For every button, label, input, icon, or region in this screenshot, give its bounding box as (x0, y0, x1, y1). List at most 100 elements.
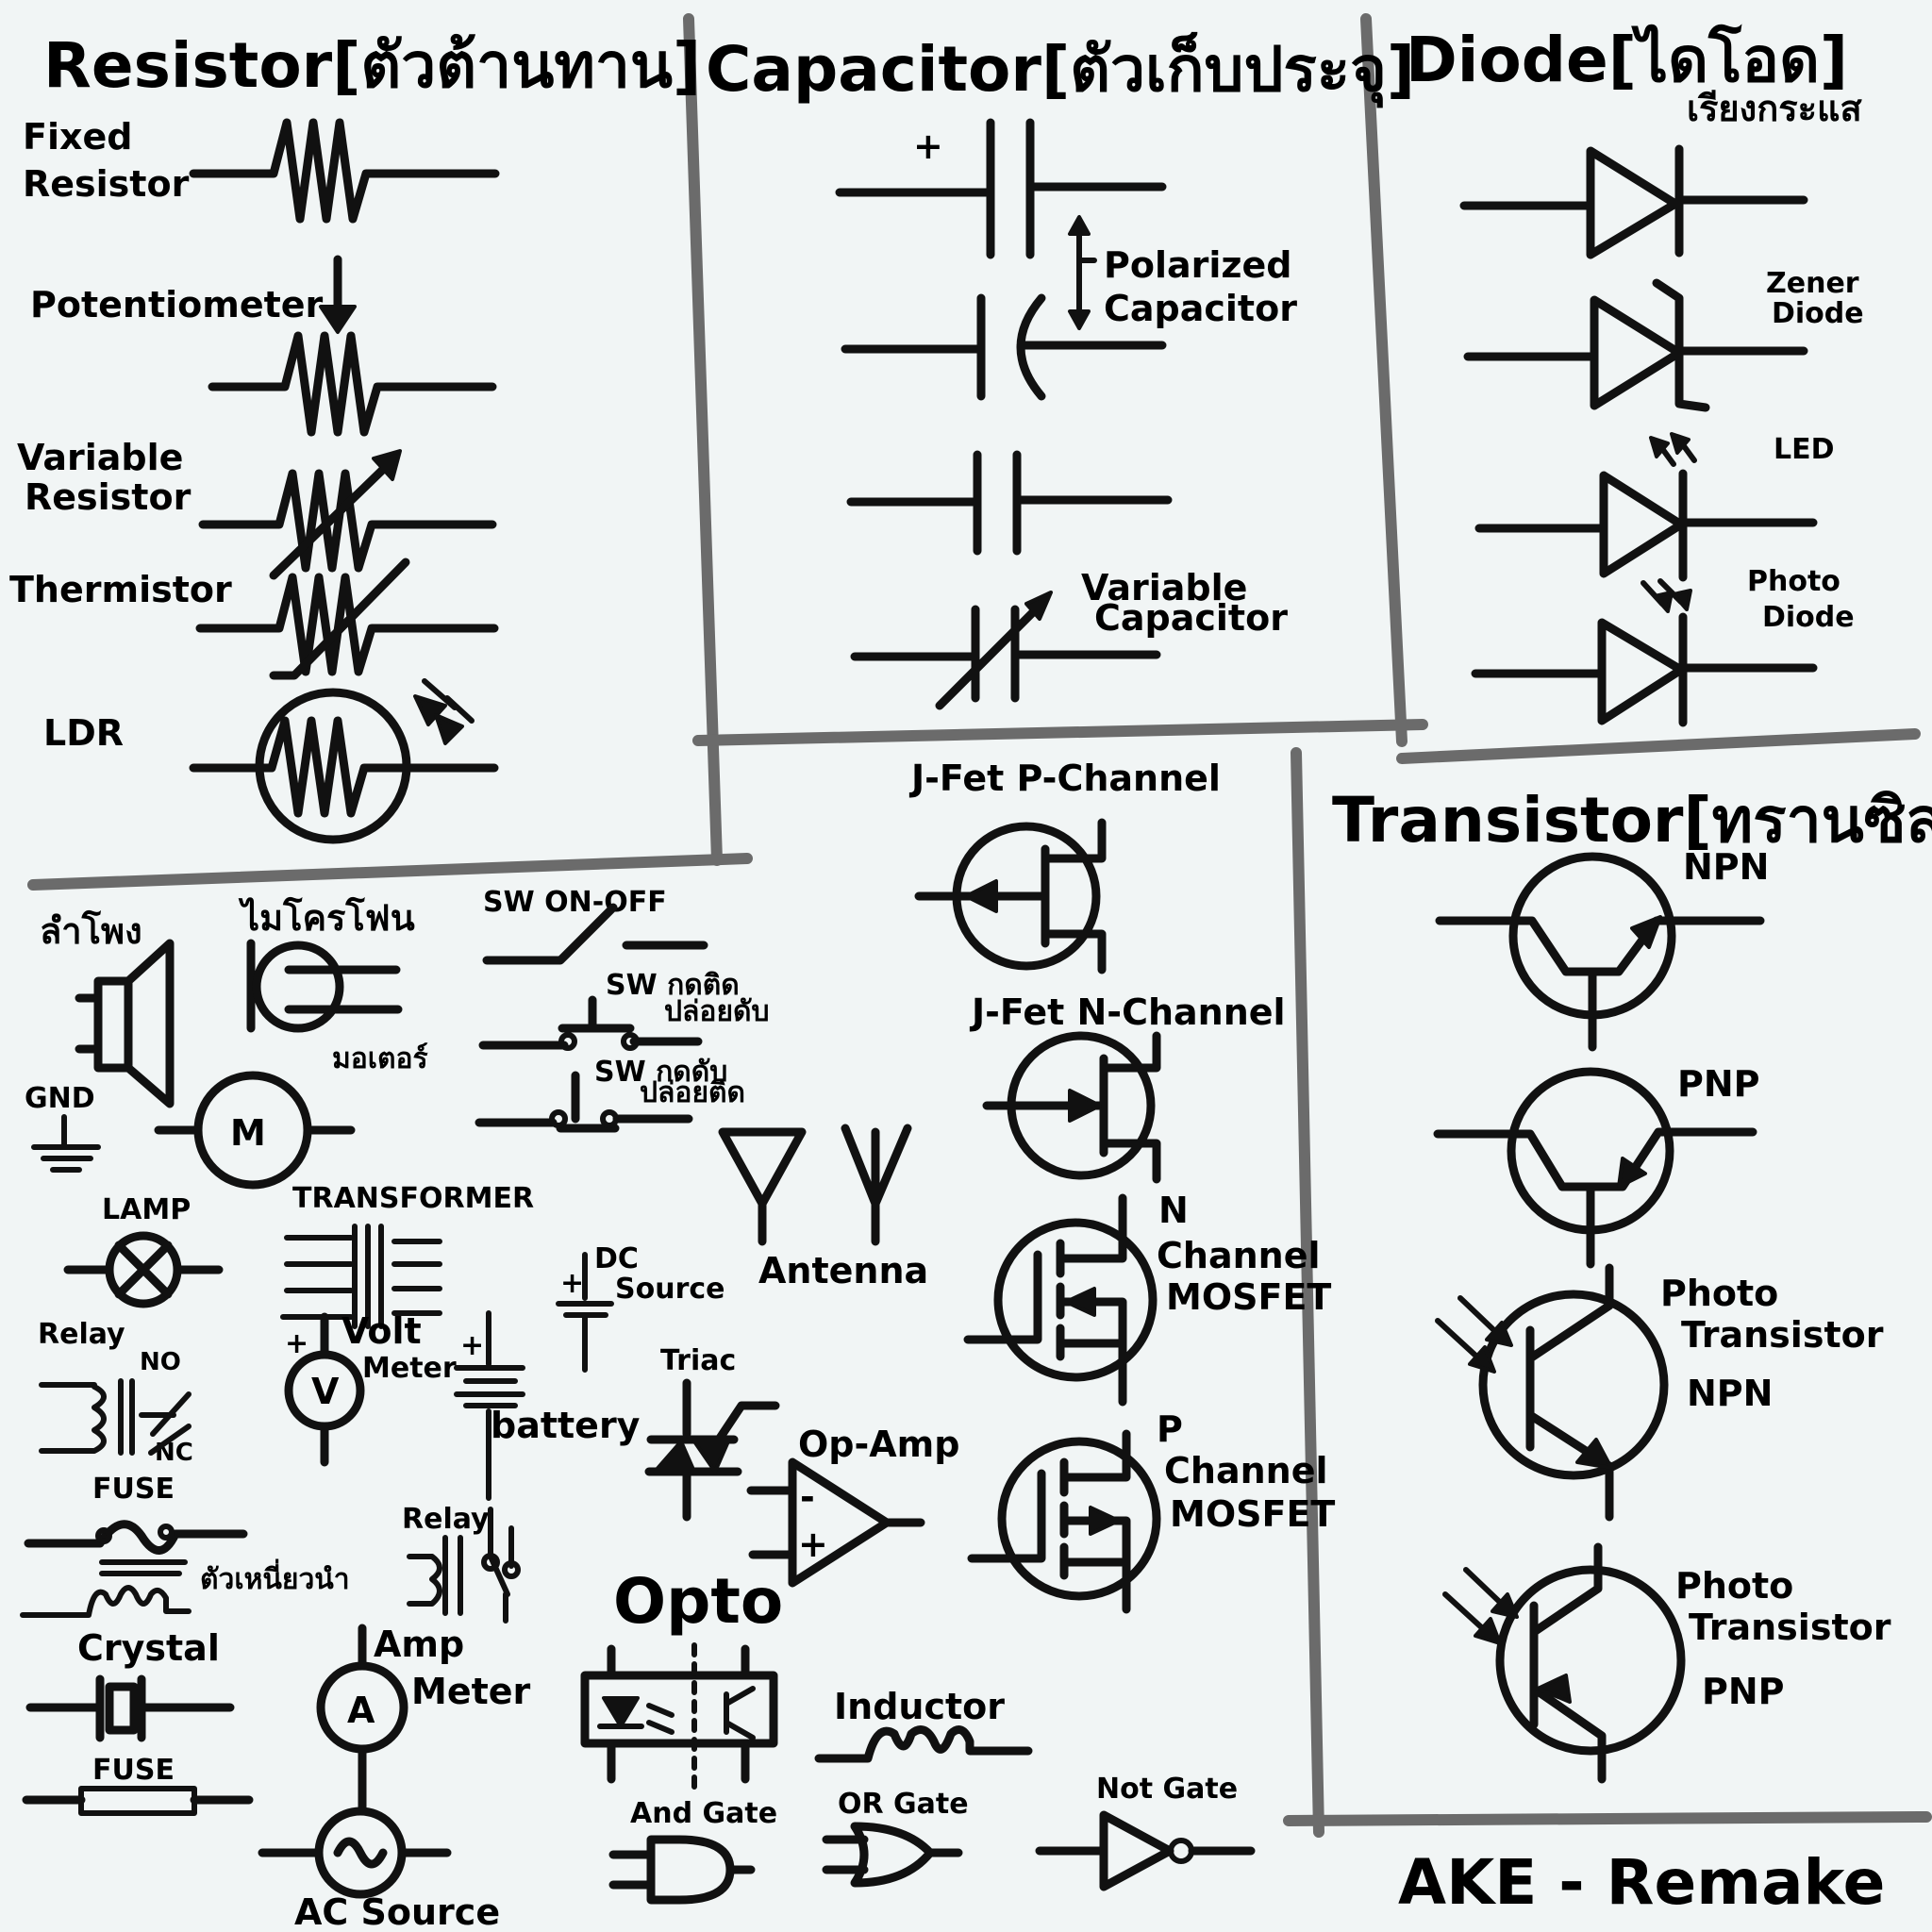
sw-push-off-contact-2 (600, 1109, 619, 1128)
pnp-emitter-arrow (1617, 1157, 1647, 1189)
variable-capacitor-symbol (850, 599, 1161, 710)
photo-pnp-light-arrows (1442, 1567, 1510, 1637)
thermistor-label: Thermistor (9, 569, 232, 610)
led-arrowhead-2 (1670, 432, 1690, 455)
photodiode-label-2: Diode (1762, 601, 1855, 634)
variable-resistor-arrow (269, 454, 399, 580)
variable-resistor-symbol (198, 469, 497, 573)
opamp-label: Op-Amp (798, 1424, 959, 1465)
microphone-circle (252, 941, 344, 1033)
capacitor-symbol (846, 450, 1173, 556)
opamp-plus: + (798, 1524, 828, 1565)
ldr-resistor (189, 716, 499, 818)
fixed-resistor-symbol (189, 118, 500, 224)
battery-label: battery (491, 1405, 641, 1446)
potentiometer-symbol (208, 331, 497, 437)
sw-push-off-contact-1 (549, 1109, 568, 1128)
variable-capacitor-label-1: Variable (1081, 567, 1247, 608)
relay-symbol (39, 1378, 192, 1456)
thermistor-slash (269, 558, 410, 680)
photo-pnp-label-1: Photo (1675, 1565, 1793, 1607)
battery-symbol (454, 1310, 525, 1501)
n-mosfet-label-3: MOSFET (1166, 1276, 1331, 1318)
microphone-symbol (246, 939, 403, 1033)
motor-letter: M (230, 1112, 266, 1154)
opamp-symbol (746, 1457, 925, 1588)
photo-pnp-circle (1495, 1565, 1686, 1756)
sw-push-off-label-1: SW กดดับ (594, 1056, 727, 1089)
resistor-title: Resistor[ตัวต้านทาน] (43, 29, 701, 102)
or-gate-label: OR Gate (838, 1788, 969, 1821)
ac-source-label: AC Source (294, 1891, 500, 1932)
lamp-symbol (63, 1241, 224, 1299)
relay2-contact-2 (502, 1560, 521, 1579)
led-symbol (1474, 469, 1818, 582)
led-label: LED (1774, 433, 1835, 466)
inductor-label: Inductor (834, 1686, 1005, 1727)
photo-pnp-label-2: Transistor (1689, 1607, 1891, 1648)
photodiode-symbol (1471, 612, 1818, 727)
sw-push-on-symbol (478, 995, 703, 1050)
photodiode-arrowhead-2 (1672, 589, 1692, 611)
dc-source-label-2: Source (615, 1273, 725, 1306)
capacitor-polarized-symbol (835, 118, 1167, 259)
polarized-arrow-down (1068, 309, 1091, 330)
capacitor-title: Capacitor[ตัวเก็บประจุ] (706, 31, 1415, 108)
fuse2-body (78, 1786, 197, 1816)
potentiometer-label: Potentiometer (30, 284, 324, 325)
gnd-label: GND (25, 1082, 95, 1115)
lamp-label: LAMP (102, 1193, 191, 1226)
p-mosfet-circle (997, 1437, 1161, 1601)
photo-npn-arrowhead-1 (1468, 1345, 1496, 1374)
relay2-label: Relay (402, 1503, 490, 1536)
sw-push-off-symbol (475, 1071, 693, 1133)
n-mosfet-circle (993, 1218, 1158, 1382)
n-mosfet-label-1: N (1158, 1190, 1189, 1231)
relay2-contact-1 (481, 1553, 500, 1572)
opto-symbol-internals (597, 1686, 756, 1740)
sw-push-on-contact-1 (558, 1032, 577, 1051)
section-dividers (27, 13, 1932, 1838)
diode-title: Diode[ไดโอด] (1406, 23, 1848, 96)
photo-npn-circle (1478, 1290, 1669, 1480)
zener-label-1: Zener (1766, 267, 1859, 300)
or-gate-symbol (822, 1822, 963, 1888)
fuse2-label: FUSE (92, 1754, 175, 1787)
diode-symbol (1459, 144, 1808, 259)
p-mosfet-label-1: P (1157, 1408, 1183, 1450)
dc-source-plus: + (560, 1267, 584, 1300)
sw-push-on-contact-2 (621, 1032, 640, 1051)
potentiometer-arrowhead (319, 305, 357, 334)
triac-label: Triac (660, 1344, 736, 1377)
relay-label: Relay (38, 1318, 125, 1351)
n-mosfet-arrow (1064, 1287, 1096, 1317)
capacitor-plus-sign: + (913, 125, 943, 167)
jfet-n-symbol (982, 1031, 1161, 1184)
opto-label: Opto (613, 1565, 783, 1638)
dc-source-label-1: DC (594, 1242, 639, 1275)
inductor-symbol (814, 1725, 1033, 1763)
antenna-1-symbol (718, 1127, 807, 1246)
variable-resistor-arrowhead (372, 449, 402, 481)
opamp-minus: - (800, 1476, 815, 1518)
triac-triangle-1 (653, 1440, 696, 1474)
fixed-resistor-label-1: Fixed (23, 116, 132, 158)
photo-pnp-arrowhead-2 (1491, 1592, 1519, 1619)
credit-text: AKE - Remake (1398, 1846, 1885, 1919)
microphone-label: ไมโครโฟน (238, 896, 415, 939)
ammeter-letter: A (347, 1690, 375, 1731)
photo-pnp-emitter-arrow (1536, 1674, 1572, 1704)
dc-source-symbol (556, 1252, 614, 1373)
p-mosfet-label-2: Channel (1164, 1450, 1328, 1491)
photo-pnp-arrowhead-1 (1474, 1617, 1502, 1645)
photo-pnp-symbol (1529, 1542, 1607, 1784)
transformer-label: TRANSFORMER (292, 1182, 534, 1215)
not-gate-bubble (1168, 1838, 1194, 1864)
sw-push-on-label-1: SW กดติด (606, 969, 740, 1002)
p-mosfet-label-3: MOSFET (1170, 1493, 1335, 1535)
fuse-label: FUSE (92, 1473, 175, 1506)
fuse-symbol (24, 1520, 248, 1555)
n-mosfet-label-2: Channel (1157, 1235, 1321, 1276)
photo-npn-arrowhead-2 (1485, 1321, 1513, 1347)
photodiode-label-1: Photo (1747, 565, 1840, 598)
